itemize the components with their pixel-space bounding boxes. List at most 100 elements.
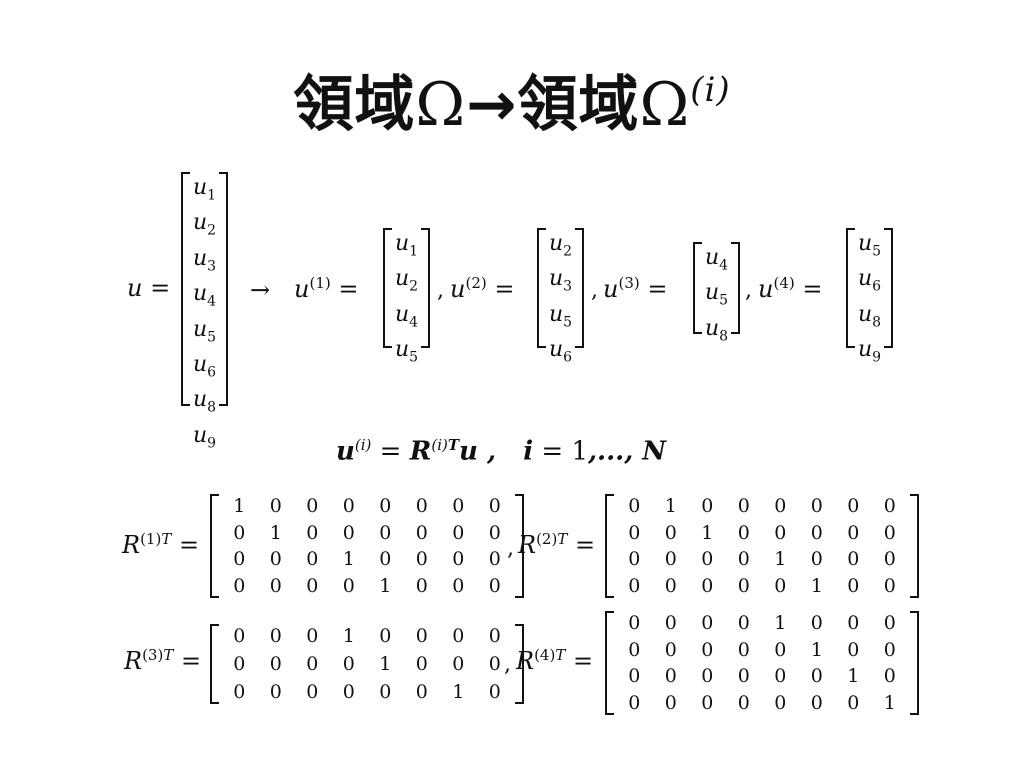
vector-entry: u6 (858, 266, 882, 295)
matrix-cell: 1 (774, 612, 787, 634)
left-bracket (181, 172, 190, 406)
matrix-cell: 0 (415, 681, 428, 703)
u4-symbol: u (758, 275, 774, 303)
u3-symbol: u (603, 275, 619, 303)
matrix-cell: 0 (810, 521, 823, 544)
right-bracket (575, 228, 585, 348)
matrix-cell: 0 (342, 521, 355, 544)
vector-entry: u1 (395, 231, 419, 260)
matrix-cell: 0 (701, 691, 714, 714)
matrix-cell: 0 (269, 548, 282, 571)
matrix-cell: 0 (342, 574, 355, 597)
R4-equals: = (572, 647, 594, 675)
vector-entry: u8 (858, 301, 882, 331)
comma: , (437, 278, 444, 303)
mapping-arrow: → (250, 276, 271, 304)
vector-entry: u5 (549, 301, 573, 331)
right-bracket (731, 242, 741, 334)
left-bracket (210, 624, 219, 704)
matrix-cell: 0 (306, 574, 319, 597)
right-bracket (910, 611, 919, 715)
R1-symbol: R (122, 531, 141, 559)
title-prefix-2: 領域 (517, 70, 640, 140)
u1-equals: = (338, 275, 359, 303)
matrix-cell: 0 (452, 495, 465, 517)
matrix-cell: 0 (628, 574, 641, 597)
vector-entry: u2 (193, 210, 217, 239)
matrix-cell: 0 (233, 521, 246, 544)
vector-entry: u1 (193, 175, 217, 204)
matrix-cell: 0 (628, 638, 641, 661)
matrix-cell: 1 (379, 574, 392, 597)
matrix-cell: 0 (883, 495, 896, 517)
vector-entry: u3 (549, 266, 573, 295)
matrix-cell: 1 (810, 638, 823, 661)
formula-transpose: T (447, 436, 460, 454)
comma: , (745, 278, 752, 303)
matrix-cell: 0 (452, 625, 465, 647)
matrix-cell: 0 (774, 521, 787, 544)
formula-i: i (523, 436, 534, 467)
u2-sup: (2) (465, 274, 487, 292)
matrix-cell: 0 (701, 495, 714, 517)
formula-rhs-u: u (459, 436, 478, 467)
vector-entry: u8 (705, 315, 729, 345)
matrix-cell: 0 (342, 681, 355, 703)
R1-equals: = (178, 531, 200, 559)
matrix-cell: 0 (737, 495, 750, 517)
vector-entry: u4 (395, 301, 419, 331)
matrix-cell: 1 (664, 495, 677, 517)
left-bracket (846, 228, 855, 348)
u2-label: u(2) = (450, 274, 514, 303)
matrix-cell: 0 (847, 691, 860, 714)
matrix-cell: 0 (306, 653, 319, 675)
matrix-cell: 0 (269, 625, 282, 647)
vector-entry: u5 (193, 316, 217, 345)
right-bracket (910, 494, 919, 598)
matrix-cell: 0 (883, 548, 896, 571)
u2-equals: = (494, 275, 515, 303)
matrix-cell: 0 (810, 691, 823, 714)
left-bracket (210, 494, 219, 598)
formula-u: u (336, 436, 355, 467)
matrix-cell: 0 (737, 574, 750, 597)
vector-entry: u5 (858, 231, 882, 260)
matrix-cell: 0 (774, 574, 787, 597)
matrix-cell: 1 (452, 681, 465, 703)
matrix-cell: 0 (452, 521, 465, 544)
matrix-cell: 0 (488, 548, 501, 571)
matrix-cell: 1 (883, 691, 896, 714)
matrix-cell: 0 (233, 574, 246, 597)
comma: , (507, 536, 514, 561)
matrix-cell: 0 (883, 521, 896, 544)
matrix-cell: 0 (847, 612, 860, 634)
vector-entry: u5 (705, 280, 729, 309)
matrix-cell: 0 (488, 521, 501, 544)
R4-symbol: R (516, 647, 535, 675)
matrix-cell: 0 (701, 665, 714, 688)
R4-label: R(4)T = (516, 646, 593, 675)
matrix-cell: 0 (810, 665, 823, 688)
u1-sup: (1) (309, 274, 331, 292)
formula-range-one: 1 (571, 436, 588, 467)
matrix-cell: 0 (269, 574, 282, 597)
vector-entry: u4 (193, 281, 217, 310)
matrix-cell: 0 (701, 612, 714, 634)
R2-equals: = (574, 531, 596, 559)
u3-sup: (3) (618, 274, 640, 292)
matrix-cell: 0 (452, 653, 465, 675)
equals-sign: = (150, 274, 171, 302)
formula-eq: = (371, 436, 410, 467)
matrix-cell: 1 (810, 574, 823, 597)
u4-label: u(4) = (758, 274, 822, 303)
u4-sup: (4) (773, 274, 795, 292)
formula-R-sup: (i) (431, 436, 448, 454)
matrix-cell: 0 (306, 625, 319, 647)
comma: , (504, 652, 511, 677)
matrix-cell: 0 (774, 638, 787, 661)
